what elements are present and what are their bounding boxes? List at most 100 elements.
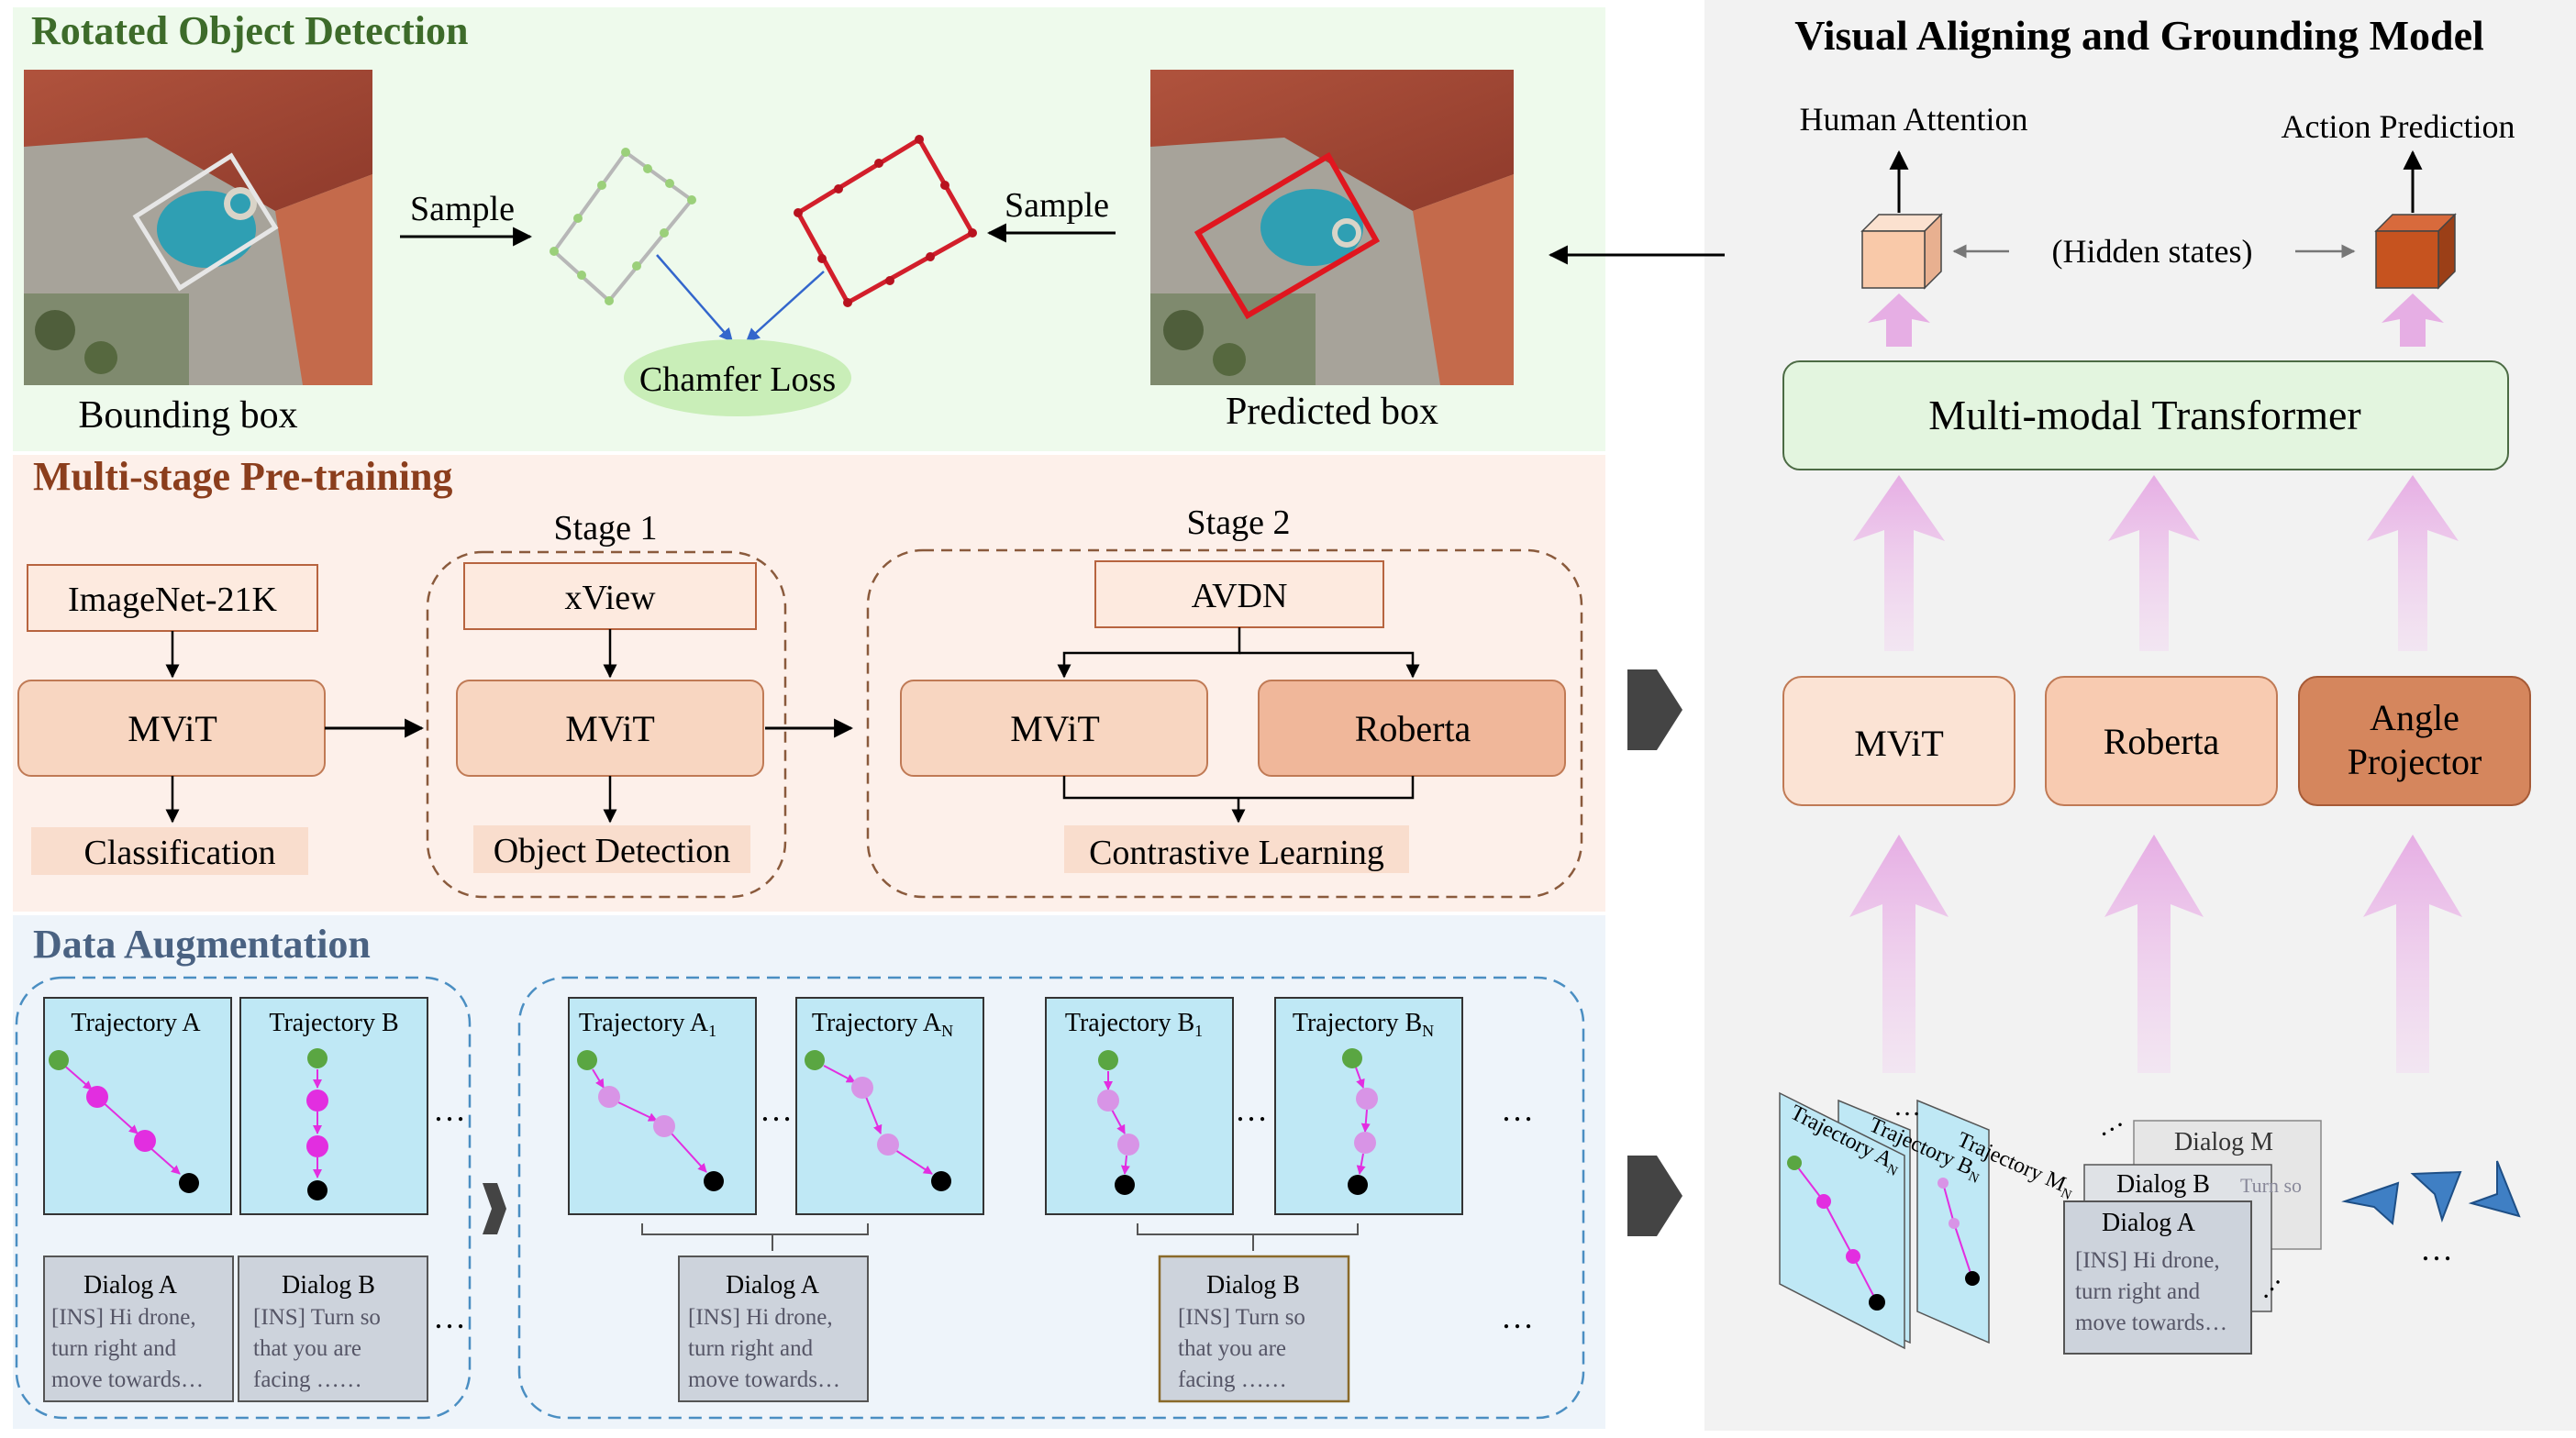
ellipsis-5: … <box>1501 1091 1534 1128</box>
mvit-label-3: MViT <box>1010 708 1100 749</box>
dialog-a-model-l1: [INS] Hi drone, <box>2075 1248 2220 1273</box>
human-attention-label: Human Attention <box>1800 101 2028 138</box>
predicted-box-overlay <box>1194 151 1381 320</box>
dialog-b-src-l1: [INS] Turn so <box>253 1305 381 1330</box>
traj-mn-path <box>1938 1178 1980 1286</box>
traj-an-card <box>1779 1091 1905 1350</box>
pink-arrow-dialog-to-roberta <box>2104 835 2204 1073</box>
dialog-a-dst-title: Dialog A <box>726 1271 820 1300</box>
traj-a-path <box>49 1050 199 1193</box>
roberta-label-model: Roberta <box>2104 721 2220 762</box>
xview-label: xView <box>564 579 656 617</box>
avdn-label: AVDN <box>1192 577 1288 615</box>
bbox-label: Bounding box <box>78 394 297 437</box>
traj-stack-dots: … <box>1893 1091 1921 1122</box>
sampled-gt-box <box>550 148 696 305</box>
dialog-b-src <box>238 1255 428 1402</box>
dialog-a-src-l1: [INS] Hi drone, <box>51 1305 196 1330</box>
contrastive-label: Contrastive Learning <box>1089 834 1384 872</box>
heading-icon-1 <box>2341 1181 2400 1226</box>
augment-source-container <box>15 976 472 1420</box>
traj-b1-label: Trajectory B1 <box>1065 1009 1203 1040</box>
chevron-augment-to-model <box>1627 1156 1682 1236</box>
dialog-b-src-title: Dialog B <box>282 1271 375 1300</box>
classification-label: Classification <box>84 834 276 872</box>
dialog-m-title: Dialog M <box>2174 1128 2273 1156</box>
pink-arrow-mvit-up <box>1853 475 1945 651</box>
avdn-to-roberta-arrow <box>1239 651 1420 679</box>
traj-a1-path <box>577 1050 724 1191</box>
pred-label: Predicted box <box>1226 391 1438 433</box>
avdn-box <box>1094 560 1384 628</box>
object-detection-box <box>473 825 750 873</box>
dialog-b-dst-l1: [INS] Turn so <box>1178 1305 1305 1330</box>
traj-an-path <box>805 1050 951 1191</box>
traj-b1-panel <box>1045 997 1234 1215</box>
dialog-b-src-l3: facing …… <box>253 1367 362 1392</box>
rotated-title: Rotated Object Detection <box>31 8 469 53</box>
stage2-label: Stage 2 <box>1187 503 1291 542</box>
attention-cube <box>1860 213 1943 290</box>
traj-bn-path <box>1342 1048 1378 1195</box>
ellipsis-2: … <box>433 1299 466 1335</box>
pink-arrow-traj-to-mvit <box>1849 835 1949 1073</box>
traj-a-label: Trajectory A <box>71 1009 201 1037</box>
angle-projector-box <box>2298 676 2531 806</box>
contrastive-box <box>1064 825 1409 873</box>
classification-box <box>31 827 308 875</box>
transformer-box <box>1782 360 2509 470</box>
dialog-b-src-l2: that you are <box>253 1336 361 1361</box>
pretrain-title: Multi-stage Pre-training <box>33 454 452 499</box>
heading-icon-3 <box>2468 1160 2521 1218</box>
action-prediction-label: Action Prediction <box>2282 108 2515 145</box>
roberta-label-pretrain: Roberta <box>1355 708 1471 749</box>
hidden-states-label: (Hidden states) <box>2052 233 2253 270</box>
traj-b1-path <box>1097 1050 1139 1195</box>
object-detection-label: Object Detection <box>494 832 731 870</box>
traj-an-label: Trajectory AN <box>812 1009 953 1040</box>
dialog-a-dst-l3: move towards… <box>688 1367 840 1392</box>
avdn-to-mvit-arrow <box>1057 627 1241 679</box>
action-cube <box>2374 213 2457 290</box>
mvit-label-2: MViT <box>565 708 655 749</box>
bracket-a <box>641 1223 869 1235</box>
traj-an-model-path <box>1787 1156 1885 1311</box>
dialog-a-dst-l2: turn right and <box>688 1336 814 1361</box>
dialog-a-src-l3: move towards… <box>51 1367 204 1392</box>
chevron-pretrain-to-model <box>1627 669 1682 750</box>
traj-b-label: Trajectory B <box>269 1009 398 1037</box>
stage2-container <box>866 548 1583 899</box>
sample-right-label: Sample <box>1005 186 1109 225</box>
pink-arrow-to-attention <box>1868 293 1930 347</box>
augment-title: Data Augmentation <box>33 922 371 967</box>
pink-arrow-angle-to-projector <box>2363 835 2462 1073</box>
ellipsis-1: … <box>433 1091 466 1128</box>
traj-a1-panel <box>568 997 757 1215</box>
dialog-b-dst <box>1158 1255 1350 1403</box>
dialog-a-dst-l1: [INS] Hi drone, <box>688 1305 833 1330</box>
aerial-image-left <box>24 70 372 385</box>
heading-icon-2 <box>2410 1170 2462 1223</box>
mvit-label-model: MViT <box>1854 723 1944 764</box>
model-title: Visual Aligning and Grounding Model <box>1794 12 2484 59</box>
angle-label-1: Angle <box>2370 697 2459 738</box>
dialog-a-model-l3: move towards… <box>2075 1311 2227 1335</box>
imagenet-box <box>27 564 318 632</box>
dialog-a-src-title: Dialog A <box>83 1271 178 1300</box>
roberta-box-model <box>2045 676 2278 806</box>
sampled-pred-box <box>794 135 977 307</box>
bracket-b <box>1137 1223 1359 1235</box>
dialog-b-dst-title: Dialog B <box>1206 1271 1300 1300</box>
augment-chevron <box>483 1183 506 1234</box>
heading-ellipsis: … <box>2420 1231 2453 1267</box>
gt-bounding-box <box>132 152 279 292</box>
xview-box <box>463 562 757 630</box>
mvit-box-3 <box>900 680 1208 777</box>
ellipsis-4: … <box>1235 1091 1268 1128</box>
dialog-b-model-title: Dialog B <box>2116 1170 2210 1199</box>
traj-a1-label: Trajectory A1 <box>579 1009 716 1040</box>
traj-b-path <box>306 1048 328 1200</box>
chamfer-loss-label: Chamfer Loss <box>639 360 836 399</box>
mvit-label-1: MViT <box>128 708 217 749</box>
transformer-label: Multi-modal Transformer <box>1928 392 2360 438</box>
